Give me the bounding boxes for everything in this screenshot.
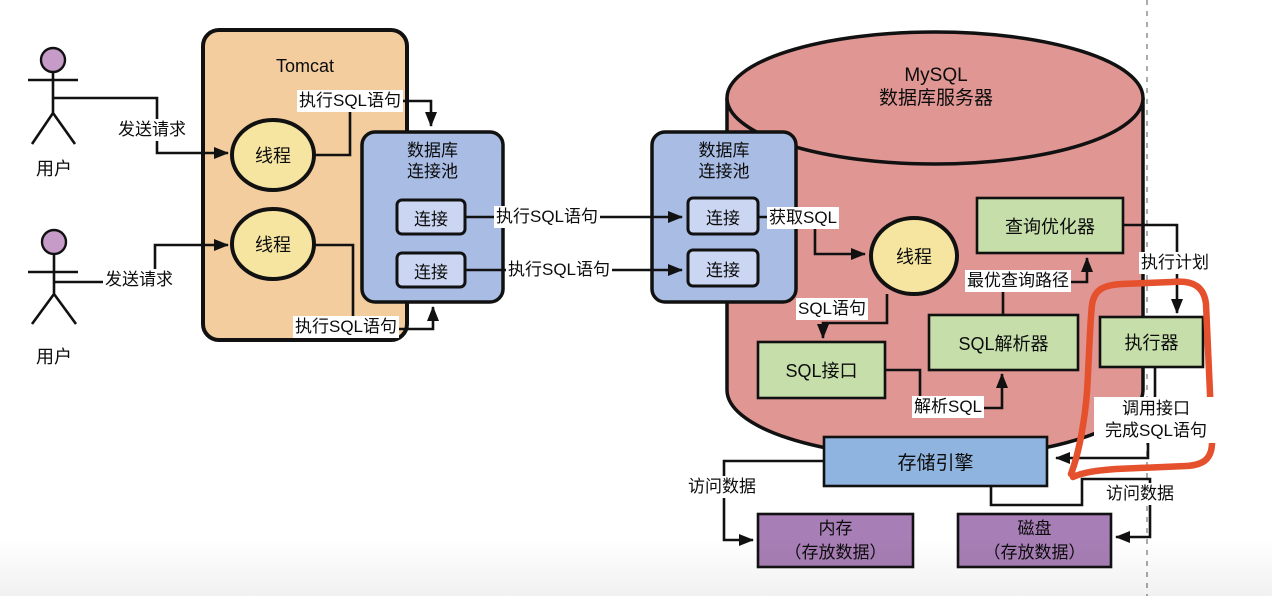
request-label-1: 发送请求 [116,119,188,141]
tomcat-thread2-label: 线程 [255,235,291,255]
memory-label-line2: （存放数据） [784,542,887,562]
memory-label-line1: 内存 [818,518,853,538]
memory-label: 内存 （存放数据） [758,514,913,567]
exec-sql-label-mid1: 执行SQL语句 [494,206,601,228]
db-pool-title: 数据库 连接池 [652,138,796,184]
sql-parser-label: SQL解析器 [958,333,1049,354]
best-path-label: 最优查询路径 [965,270,1071,292]
storage-engine-box [822,435,1049,488]
call-interface-line2: 完成SQL语句 [1104,421,1208,440]
db-pool-connection2-label: 连接 [706,260,740,280]
user1-body [28,72,78,145]
query-optimizer-label: 查询优化器 [1005,216,1095,237]
db-pool-title-line1: 数据库 [698,141,750,160]
exec-sql-label-mid2: 执行SQL语句 [506,259,613,281]
arrow-storage-to-disk [989,477,1152,543]
fetch-sql-label: 获取SQL [767,207,840,229]
disk-label-line1: 磁盘 [1017,518,1052,538]
memory-box [756,512,915,569]
sql-interface-label: SQL接口 [785,361,858,381]
mysql-title: MySQL 数据库服务器 [836,62,1036,112]
parse-sql-label: 解析SQL [912,396,985,418]
app-pool-title-line1: 数据库 [407,141,458,160]
storage-engine-label: 存储引擎 [897,453,974,474]
db-pool-connection1-label: 连接 [706,208,740,228]
user2-label: 用户 [36,347,72,367]
sql-interface-box [756,340,887,400]
request-label-2: 发送请求 [103,269,175,291]
user2-stick-figure [28,228,78,325]
app-pool-title-line2: 连接池 [407,162,458,181]
sql-statement-label: SQL语句 [796,298,869,320]
disk-box [956,512,1113,569]
user2-body [28,254,78,325]
exec-sql-label-top: 执行SQL语句 [297,90,404,112]
disk-label: 磁盘 （存放数据） [958,514,1111,567]
red-highlight-annotation [1067,278,1216,481]
mysql-cylinder-top [725,30,1145,166]
executor-box [1098,315,1205,369]
arrow-storage-to-memory [722,459,824,546]
arrow-thread-to-sql-interface [817,294,889,339]
exec-plan-label: 执行计划 [1139,252,1211,274]
disk-label-line2: （存放数据） [983,542,1086,562]
user1-label: 用户 [36,159,72,179]
mysql-title-line1: MySQL [904,65,968,86]
arrow-call-to-storage [1055,440,1150,464]
tomcat-title: Tomcat [275,55,335,76]
query-optimizer-box [975,196,1125,255]
mysql-thread-label: 线程 [896,247,932,267]
app-pool-connection1-label: 连接 [414,209,448,229]
access-data-label-left: 访问数据 [686,476,758,498]
app-pool-connection2-label: 连接 [414,262,448,282]
db-pool-title-line2: 连接池 [698,162,750,181]
mysql-title-line2: 数据库服务器 [878,88,993,109]
db-pool-connection2-box [686,248,760,288]
call-interface-line1: 调用接口 [1122,399,1190,418]
access-data-label-right: 访问数据 [1104,483,1176,505]
user2-head [40,228,68,256]
app-pool-title: 数据库 连接池 [362,138,503,184]
sql-parser-box [927,313,1080,372]
call-interface-label: 调用接口 完成SQL语句 [1094,397,1218,443]
user1-head [39,46,67,74]
executor-label: 执行器 [1124,333,1179,353]
user1-stick-figure [28,46,78,145]
mysql-thread-circle [869,216,959,296]
exec-sql-label-bottom: 执行SQL语句 [293,316,400,338]
tomcat-thread1-label: 线程 [255,146,291,166]
